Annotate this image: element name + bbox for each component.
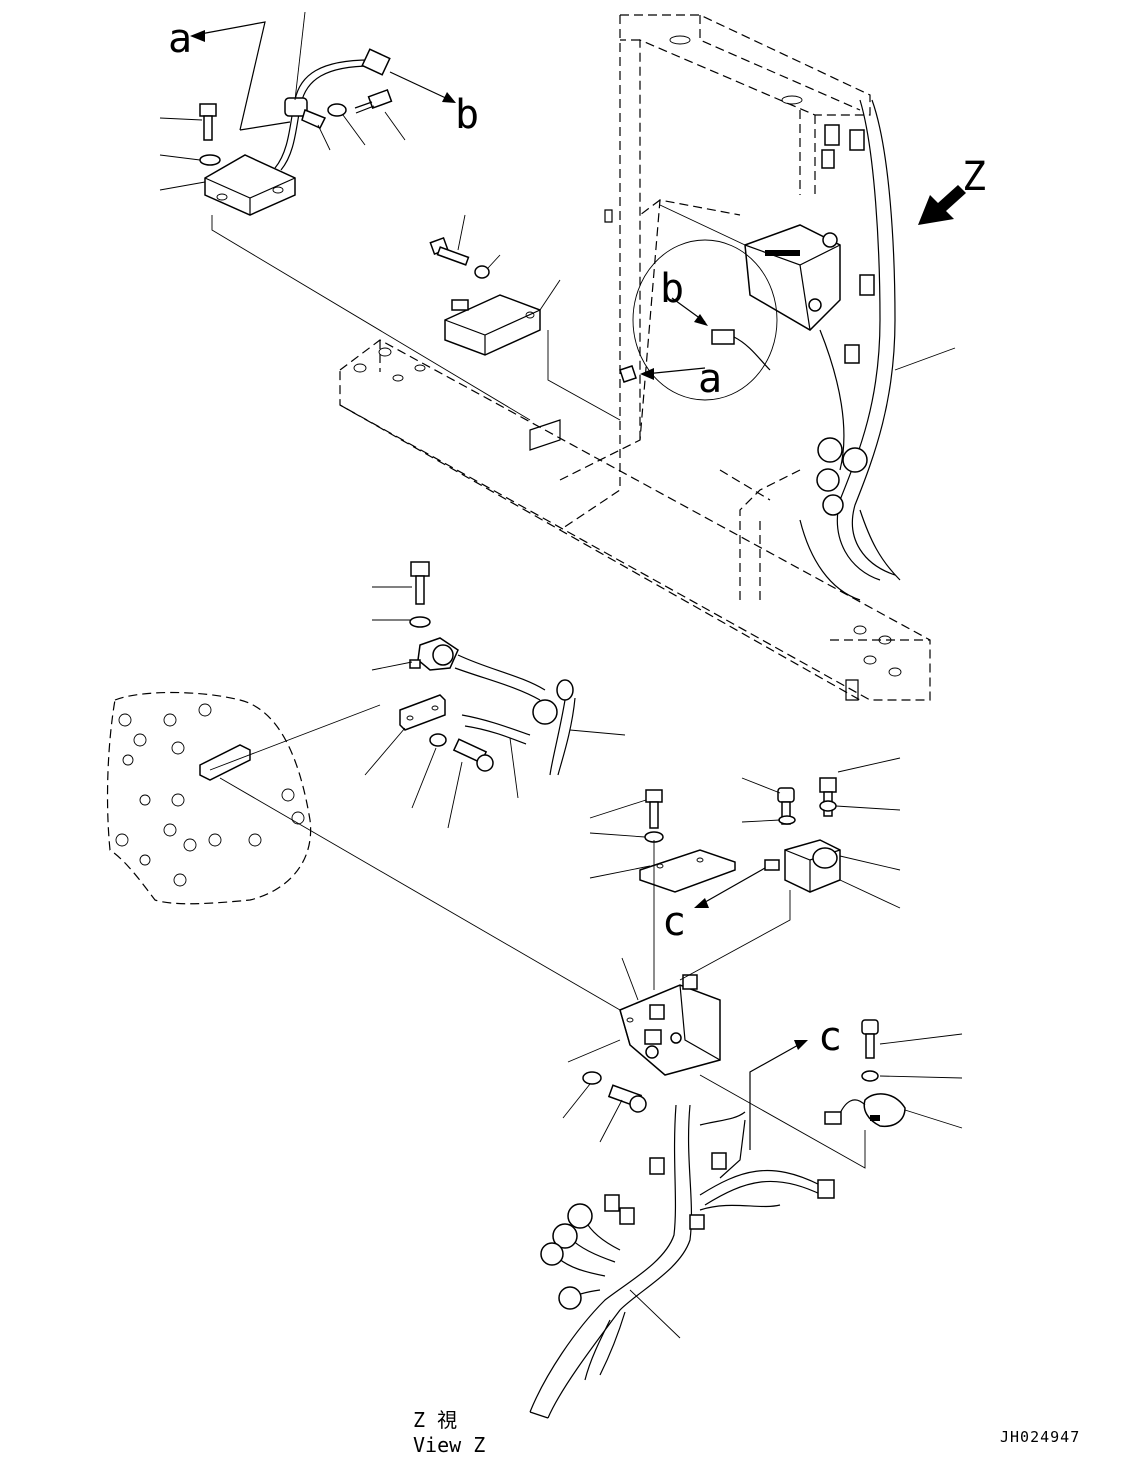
drawing-code: JH024947	[1000, 1428, 1080, 1446]
detail-inset: b a	[619, 239, 778, 402]
label-a-inset: a	[698, 356, 722, 402]
label-a-upper: a	[168, 16, 192, 62]
view-z-connector: c	[749, 1014, 963, 1150]
caption-line1: Z 視	[413, 1408, 457, 1432]
upper-exploded-parts: a b	[159, 11, 746, 421]
label-b-inset: b	[660, 266, 684, 312]
upper-wiring-harness	[799, 99, 901, 601]
label-z: Z	[962, 154, 986, 200]
caption: Z 視 View Z JH024947	[413, 1408, 1080, 1457]
view-z-arrow: Z	[894, 154, 986, 371]
label-c-right: c	[818, 1014, 842, 1060]
label-c-left: c	[662, 899, 686, 945]
label-b-upper: b	[455, 92, 479, 138]
machine-frame	[339, 14, 931, 701]
controller-box-installed	[744, 224, 841, 331]
view-z-wiring-harness	[529, 1104, 835, 1419]
view-z-bracket-assembly: c	[562, 757, 901, 1169]
caption-line2: View Z	[413, 1433, 485, 1457]
view-z-sensor-with-hose	[364, 561, 626, 829]
view-z-panel	[106, 691, 621, 1011]
